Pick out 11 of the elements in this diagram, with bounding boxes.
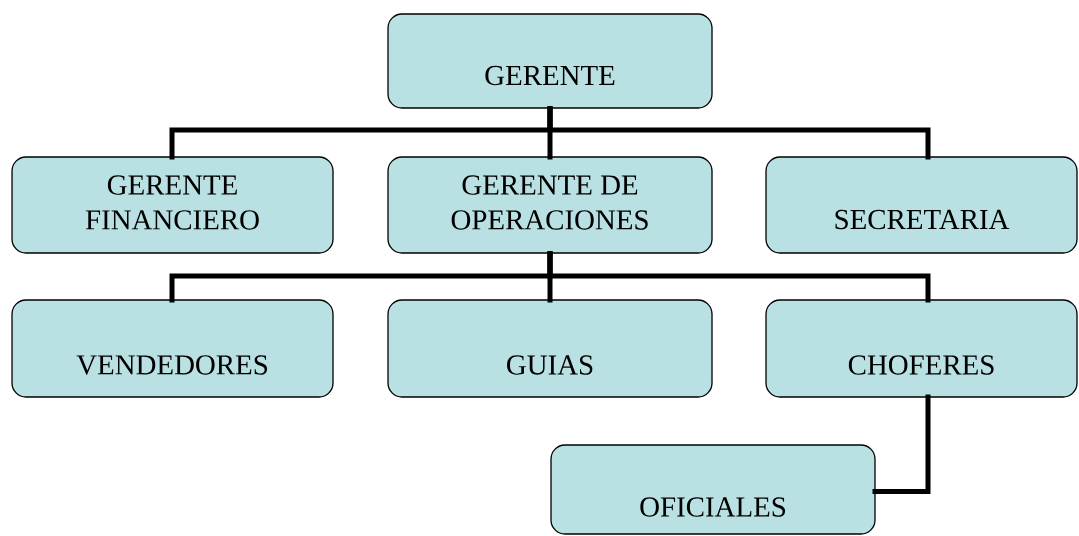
org-box: VENDEDORES bbox=[11, 299, 334, 398]
org-box: CHOFERES bbox=[765, 299, 1078, 398]
org-box: OFICIALES bbox=[550, 444, 876, 535]
org-box: GERENTE DE OPERACIONES bbox=[387, 156, 713, 254]
connector-line bbox=[872, 394, 931, 494]
org-box: GERENTE bbox=[387, 13, 713, 109]
connector-line bbox=[547, 251, 931, 303]
org-box: GERENTE FINANCIERO bbox=[11, 156, 334, 254]
connector-line bbox=[547, 106, 931, 160]
org-box: GUIAS bbox=[387, 299, 713, 398]
org-box: SECRETARIA bbox=[765, 156, 1078, 254]
